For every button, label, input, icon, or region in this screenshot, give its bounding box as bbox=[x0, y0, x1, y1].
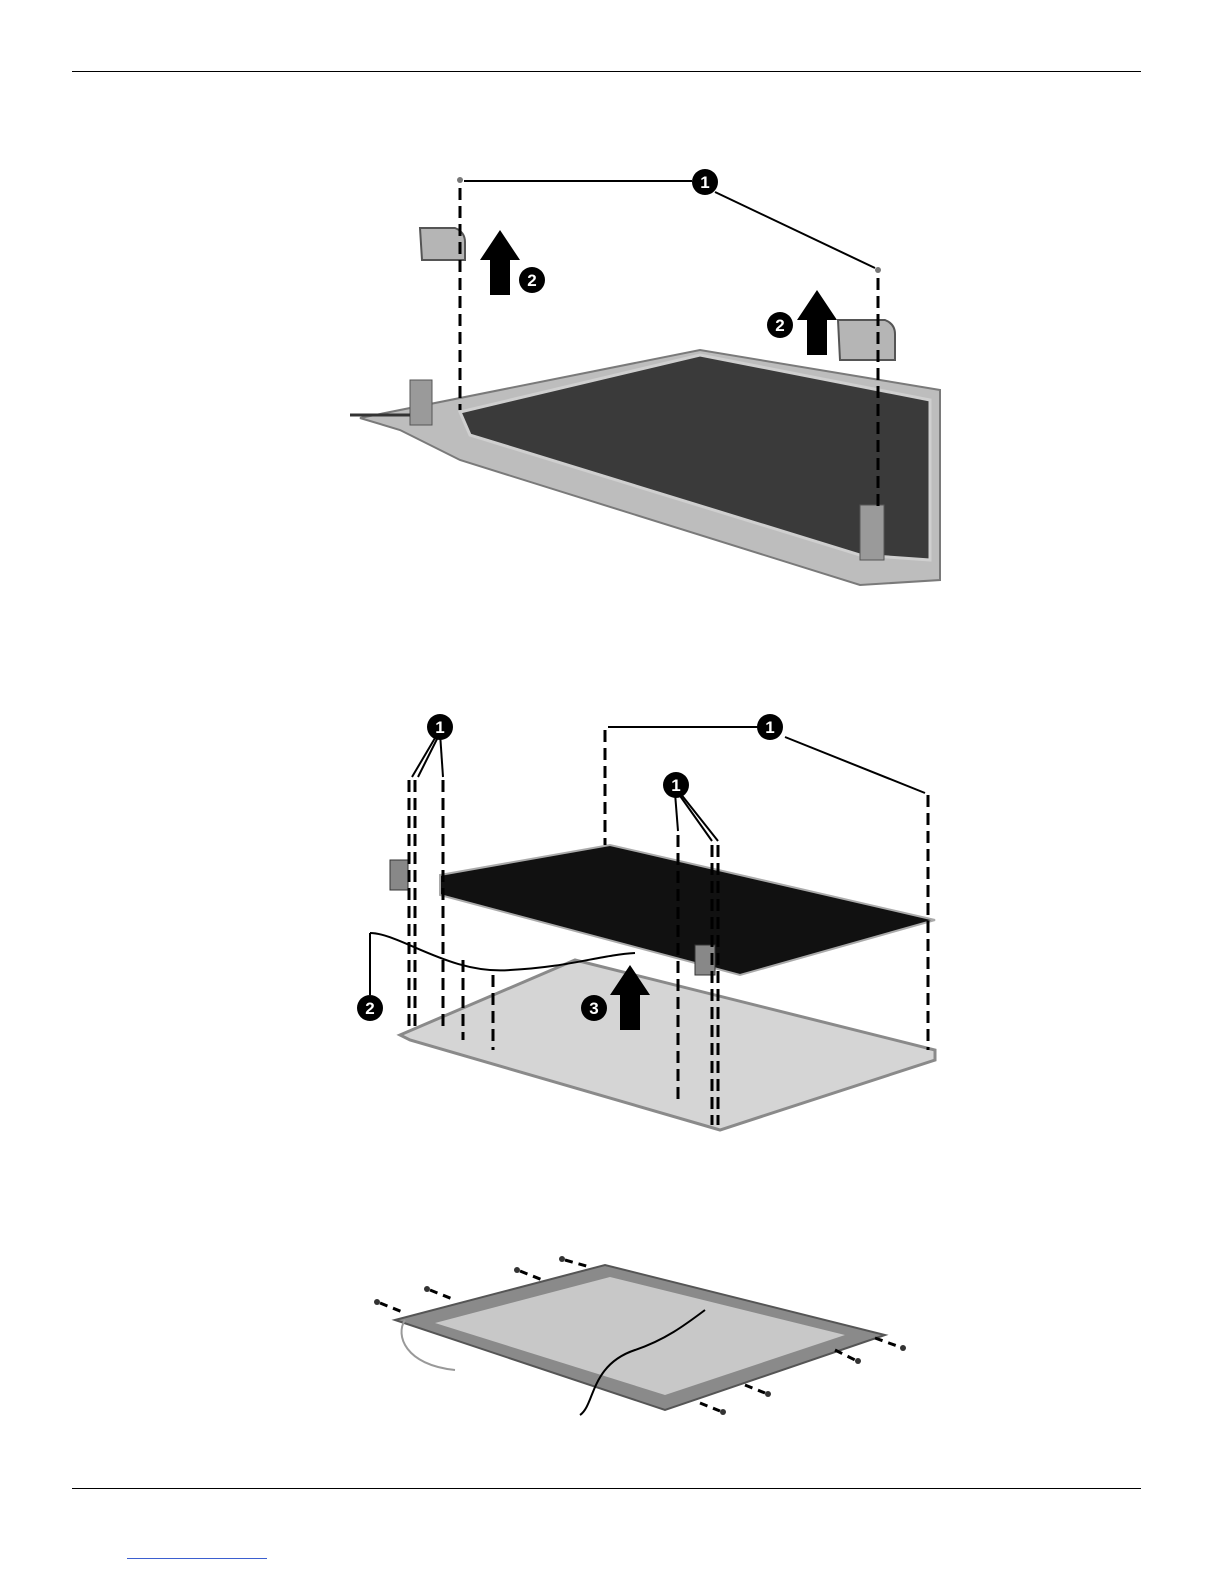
screw bbox=[875, 267, 881, 273]
callout-2: 2 bbox=[357, 995, 383, 1021]
callout-1: 1 bbox=[692, 169, 718, 195]
callout-3: 3 bbox=[581, 995, 607, 1021]
figure-hinge-covers: 1 2 2 bbox=[340, 160, 950, 590]
up-arrow-icon bbox=[480, 230, 520, 295]
callout-1-middle: 1 bbox=[663, 772, 689, 798]
screw bbox=[514, 1267, 520, 1273]
callout-2-left: 2 bbox=[519, 267, 545, 293]
callout-1-top: 1 bbox=[757, 714, 783, 740]
screw bbox=[424, 1286, 430, 1292]
screw bbox=[457, 177, 463, 183]
left-hinge-cover bbox=[420, 228, 465, 260]
footer-link[interactable] bbox=[127, 1558, 267, 1559]
figure-panel-brackets bbox=[365, 1255, 925, 1455]
left-hinge bbox=[410, 380, 432, 425]
right-hinge bbox=[860, 505, 884, 560]
header-rule bbox=[72, 71, 1141, 72]
svg-text:2: 2 bbox=[365, 999, 374, 1018]
screw bbox=[720, 1409, 726, 1415]
callout-1-left: 1 bbox=[427, 714, 453, 740]
screw bbox=[900, 1345, 906, 1351]
display-back-cover bbox=[400, 960, 935, 1130]
figure-display-panel: 1 1 1 2 3 bbox=[340, 705, 950, 1135]
svg-text:1: 1 bbox=[671, 776, 680, 795]
svg-text:1: 1 bbox=[435, 718, 444, 737]
screw bbox=[374, 1299, 380, 1305]
svg-text:2: 2 bbox=[775, 316, 784, 335]
right-hinge-cover bbox=[838, 320, 895, 360]
left-hinge bbox=[390, 860, 408, 890]
svg-text:1: 1 bbox=[765, 718, 774, 737]
screw bbox=[765, 1391, 771, 1397]
svg-text:3: 3 bbox=[589, 999, 598, 1018]
screw bbox=[855, 1358, 861, 1364]
lcd-panel bbox=[440, 845, 935, 975]
callout-2-right: 2 bbox=[767, 312, 793, 338]
svg-text:1: 1 bbox=[700, 173, 709, 192]
svg-text:2: 2 bbox=[527, 271, 536, 290]
up-arrow-icon bbox=[797, 290, 837, 355]
screw bbox=[559, 1256, 565, 1262]
footer-rule bbox=[72, 1488, 1141, 1489]
